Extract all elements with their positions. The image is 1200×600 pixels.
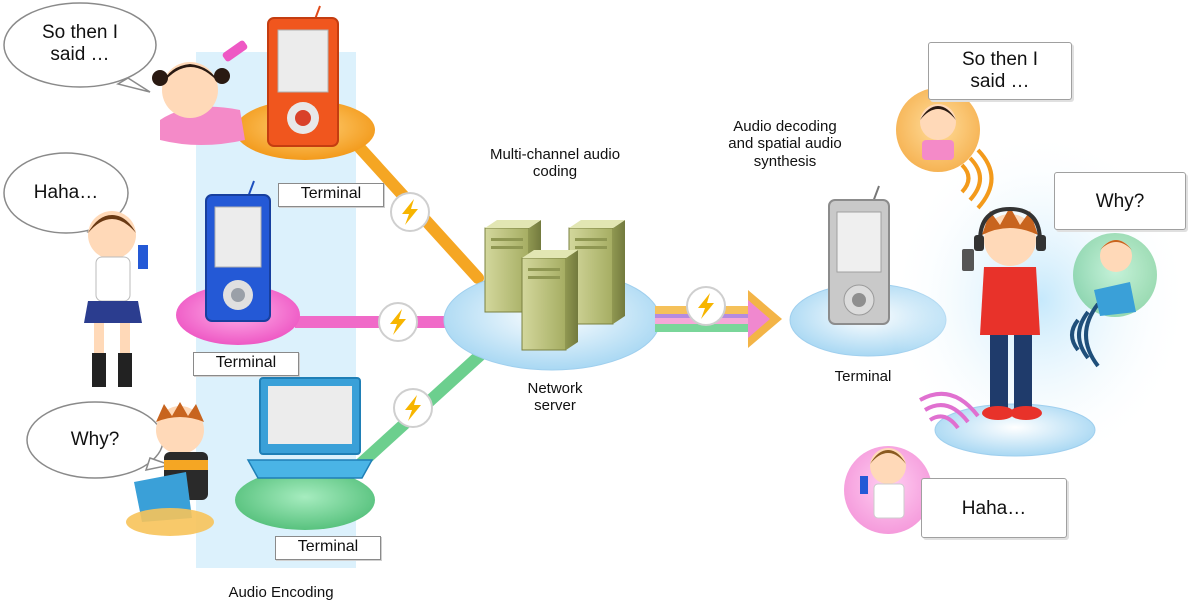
sound-wave-icon bbox=[919, 391, 980, 430]
avatar-circle-boy bbox=[1073, 233, 1157, 317]
bolt-icon bbox=[686, 286, 726, 326]
listener-character-icon bbox=[962, 206, 1046, 420]
grey-player-icon bbox=[828, 185, 890, 325]
bubble-text-left-2: Haha… bbox=[33, 182, 99, 203]
terminal-label-2: Terminal bbox=[193, 352, 299, 376]
terminal-right-label: Terminal bbox=[834, 368, 892, 385]
server-icon bbox=[568, 220, 625, 325]
bubble-right-2: Why? bbox=[1054, 172, 1186, 230]
laptop-icon bbox=[246, 377, 374, 479]
boy-character-icon bbox=[126, 402, 214, 536]
multichannel-coding-label: Multi-channel audio coding bbox=[489, 146, 621, 181]
bubble-right-1: So then I said … bbox=[928, 42, 1072, 100]
bubble-text-left-1: So then I said … bbox=[41, 22, 119, 65]
boy-avatar-icon bbox=[1094, 240, 1136, 316]
audio-decoding-label: Audio decoding and spatial audio synthes… bbox=[728, 118, 842, 170]
bolt-icon bbox=[390, 192, 430, 232]
terminal-disc-green bbox=[235, 470, 375, 530]
bubble-text-left-3: Why? bbox=[70, 429, 120, 450]
orange-player-icon bbox=[267, 5, 339, 147]
bolt-icon bbox=[378, 302, 418, 342]
audio-encoding-label: Audio Encoding bbox=[228, 584, 334, 600]
girl-character-icon bbox=[152, 40, 248, 145]
speech-bubble bbox=[3, 2, 157, 93]
bolt-icon bbox=[393, 388, 433, 428]
blue-player-icon bbox=[205, 180, 271, 322]
network-server-label: Network server bbox=[527, 380, 583, 415]
sound-wave-icon bbox=[960, 148, 994, 210]
sound-wave-icon bbox=[1070, 302, 1100, 368]
girl-avatar-icon bbox=[920, 104, 956, 160]
terminal-label-3: Terminal bbox=[275, 536, 381, 560]
girl-character-icon bbox=[84, 211, 148, 387]
bubble-right-3: Haha… bbox=[921, 478, 1067, 538]
girl-avatar-icon bbox=[860, 448, 906, 519]
server-icon bbox=[521, 250, 578, 351]
terminal-label-1: Terminal bbox=[278, 183, 384, 207]
